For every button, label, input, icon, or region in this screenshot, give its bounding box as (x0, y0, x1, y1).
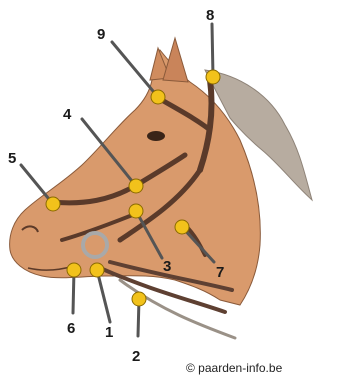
label-6: 6 (67, 320, 75, 337)
marker-8 (206, 70, 220, 84)
label-1: 1 (105, 324, 113, 341)
marker-5 (46, 197, 60, 211)
marker-1 (90, 263, 104, 277)
eye (147, 131, 165, 141)
marker-4 (129, 179, 143, 193)
label-3: 3 (163, 258, 171, 275)
copyright-credit: © paarden-info.be (186, 361, 283, 375)
marker-6 (67, 263, 81, 277)
label-2: 2 (132, 348, 140, 365)
label-4: 4 (63, 106, 72, 123)
label-5: 5 (8, 150, 16, 167)
label-7: 7 (216, 264, 224, 281)
marker-3 (129, 204, 143, 218)
marker-7 (175, 220, 189, 234)
label-8: 8 (206, 7, 214, 24)
marker-2 (132, 292, 146, 306)
label-9: 9 (97, 26, 105, 43)
marker-9 (151, 90, 165, 104)
